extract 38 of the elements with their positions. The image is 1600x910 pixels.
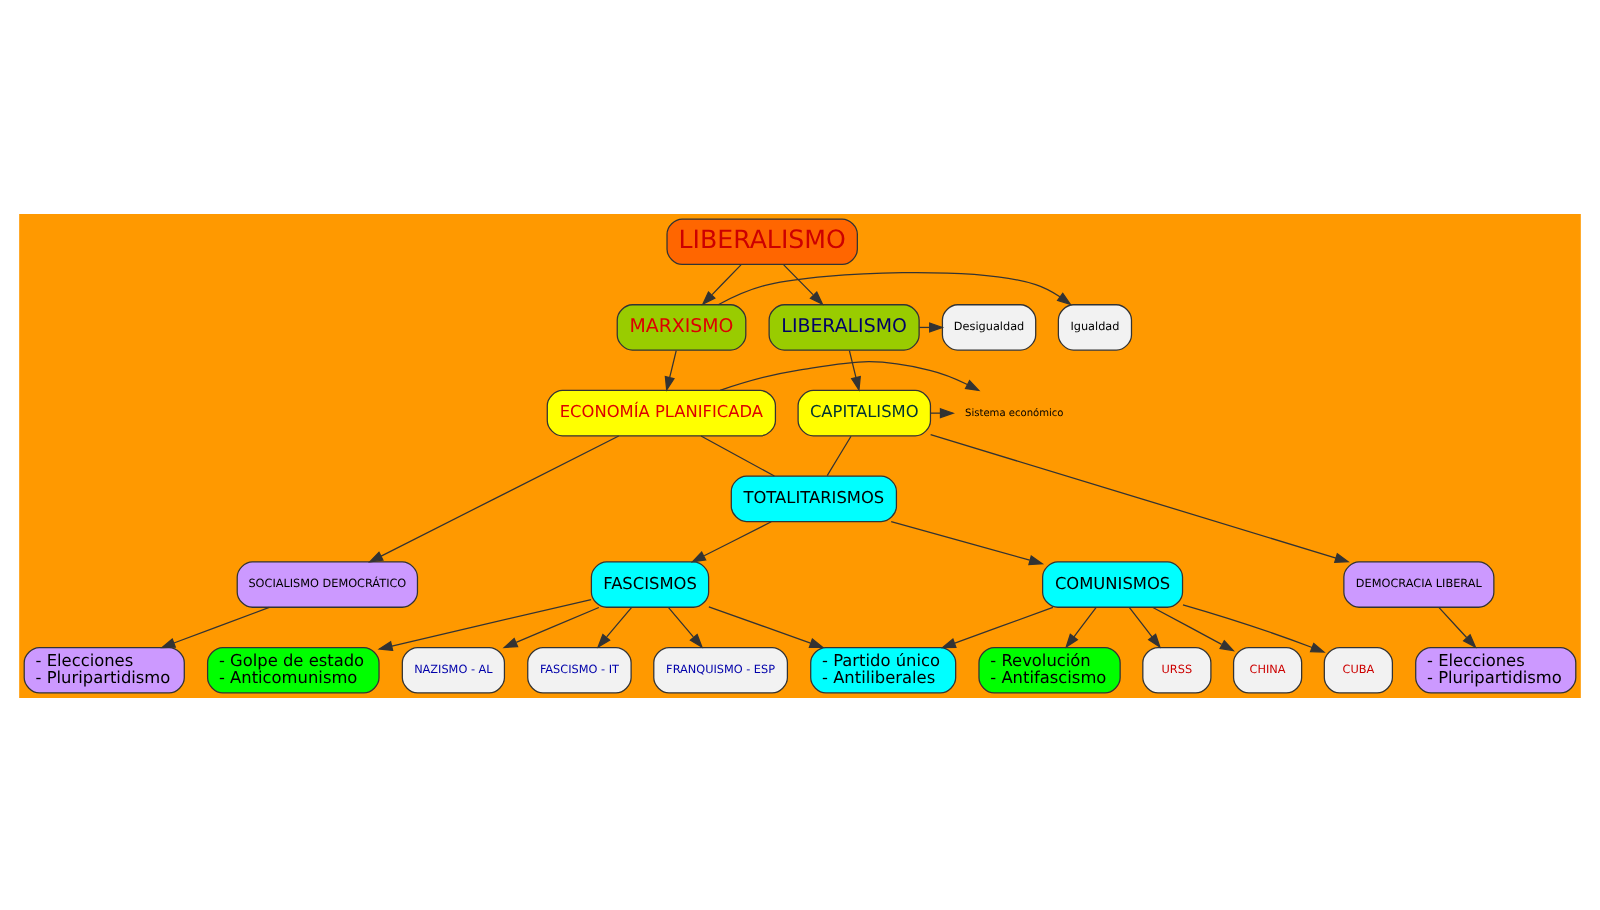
node-box: FASCISMOS: [590, 560, 710, 607]
node-box: - Partido único - Antiliberales: [810, 645, 957, 693]
arrow: [368, 434, 620, 562]
node-box: - Elecciones - Pluripartidismo: [23, 645, 185, 693]
arrow: [1065, 606, 1097, 648]
node-box: LIBERALISMO: [768, 303, 920, 350]
arrow: [783, 263, 824, 305]
arrow: [1152, 605, 1235, 651]
arrow: [1438, 606, 1477, 648]
node-box: LIBERALISMO: [666, 217, 858, 265]
arrow: [717, 271, 1072, 305]
arrow: [1128, 606, 1162, 648]
node-box: CAPITALISMO: [797, 388, 932, 436]
node-box: COMUNISMOS: [1042, 560, 1184, 607]
arrow: [890, 520, 1045, 565]
arrow: [596, 606, 633, 648]
connector: [826, 434, 852, 476]
arrow: [690, 520, 772, 562]
arrow: [377, 597, 592, 651]
node-box: MARXISMO: [616, 303, 747, 350]
node-box: ECONOMÍA PLANIFICADA: [546, 388, 777, 436]
arrow: [708, 605, 825, 648]
arrow: [701, 263, 742, 305]
node-box: - Revolución - Antifascismo: [978, 645, 1121, 693]
node-box: - Golpe de estado - Anticomunismo: [206, 645, 380, 693]
node-box: TOTALITARISMOS: [730, 474, 898, 522]
arrow: [667, 606, 704, 648]
node-box: - Elecciones - Pluripartidismo: [1415, 645, 1577, 693]
arrow: [930, 433, 1350, 562]
arrow: [719, 360, 981, 391]
arrow: [1182, 603, 1326, 652]
arrow: [502, 605, 600, 648]
arrow: [940, 605, 1054, 648]
arrow: [848, 348, 861, 391]
arrow: [160, 605, 270, 648]
arrow: [929, 406, 955, 418]
connector: [700, 434, 775, 476]
arrow: [664, 348, 677, 391]
